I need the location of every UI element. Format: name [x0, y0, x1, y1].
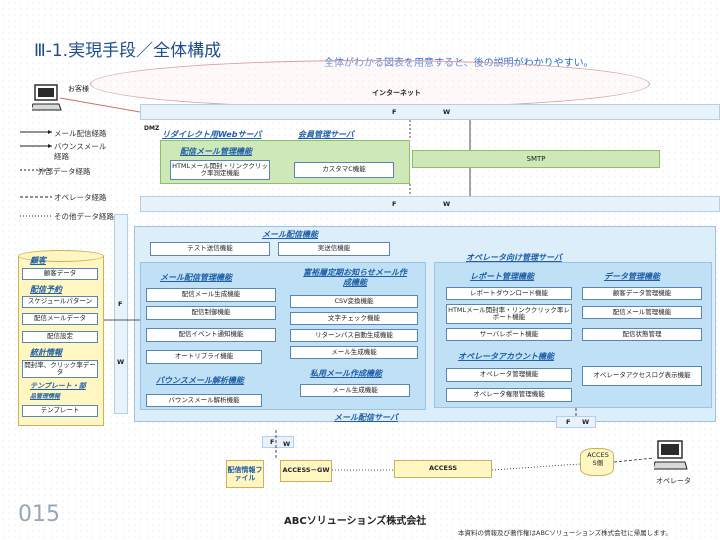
- db-template-title: テンプレート・部: [30, 382, 86, 390]
- db-customer-data: 顧客データ: [22, 268, 98, 280]
- bottom-firewall-w: W: [283, 440, 291, 448]
- real-send-box: 実送信機能: [278, 242, 390, 256]
- legend-external-route: 外部データ経路: [38, 167, 91, 176]
- access-log-box: オペレータアクセスログ表示機能: [582, 366, 702, 386]
- mail-system-title: メール配信機能: [262, 230, 318, 239]
- html-measure-box: HTMLメール開封・リンククリック率測定機能: [170, 160, 270, 180]
- member-server-title: 会員管理サーバ: [298, 130, 354, 139]
- firewall-w-label: W: [443, 108, 451, 116]
- page-number: 015: [18, 502, 60, 527]
- web-server-title: リダイレクト用Webサーバ: [162, 130, 262, 139]
- db-stats-title: 統計情報: [30, 348, 62, 357]
- mail-server-label: メール配信サーバ: [334, 413, 398, 422]
- db-plan-title: 配信予約: [30, 285, 62, 294]
- operator-computer-icon: [652, 440, 688, 474]
- bottom-firewall-f: F: [270, 438, 275, 446]
- copyright-note: 本資料の情報及び著作権はABCソリューションズ株式会社に帰属します。: [458, 529, 672, 537]
- legend-operator-route: オペレータ経路: [54, 193, 107, 202]
- server-report-box: サーバレポート機能: [446, 328, 572, 341]
- legend-bounce-route: バウンスメール経路: [54, 142, 107, 162]
- right-firewall-w: W: [582, 418, 590, 426]
- access-gw-box: ACCESS－GW: [280, 460, 332, 482]
- internet-label: インターネット: [372, 89, 421, 97]
- status-mgmt-box: 配信状態管理: [582, 328, 702, 341]
- legend-mail-route: メール配信経路: [54, 129, 107, 138]
- firewall-band-bottom: [262, 436, 294, 448]
- smtp-box: SMTP: [412, 150, 660, 168]
- report-download-box: レポートダウンロード機能: [446, 287, 572, 300]
- computer-icon: [30, 84, 62, 114]
- access-db-label: ACCES S側: [587, 451, 609, 467]
- db-template-subtitle: 品管理情報: [30, 393, 61, 400]
- side-firewall-w: W: [117, 358, 125, 366]
- db-settings: 配信設定: [22, 331, 98, 343]
- account-title: オペレータアカウント機能: [458, 352, 554, 361]
- event-notice-box: 配信イベント通知機能: [146, 328, 276, 342]
- test-send-box: テスト送信機能: [150, 242, 270, 256]
- db-template: テンプレート: [22, 405, 98, 417]
- firewall-band-right: [556, 416, 596, 428]
- dmz-label: DMZ: [144, 125, 160, 132]
- report-mgmt-title: レポート管理機能: [470, 272, 534, 281]
- side-firewall-f: F: [118, 300, 123, 308]
- customer-data-mgmt-box: 顧客データ管理機能: [582, 287, 702, 300]
- data-mgmt-title: データ管理機能: [604, 272, 660, 281]
- delivery-ctrl-box: 配信制御機能: [146, 306, 276, 320]
- db-schedule-pattern: スケジュールパターン: [22, 296, 98, 308]
- html-report-box: HTMLメール開封率・リンククリック率レポート機能: [446, 304, 572, 324]
- news-mail-title: 富裕層定期お知らせメール作成機能: [303, 268, 407, 288]
- return-path-box: リターンパス自動生成機能: [290, 329, 418, 342]
- db-open-rate: 開封率、クリック率データ: [22, 360, 98, 378]
- perm-mgmt-box: オペレータ権限管理機能: [446, 388, 572, 402]
- internet-cloud: [90, 60, 650, 108]
- right-firewall-f: F: [566, 418, 571, 426]
- csv-box: CSV変換機能: [290, 295, 418, 308]
- company-name: ABCソリューションズ株式会社: [284, 516, 427, 527]
- mail-gen-box-2: メール生成機能: [290, 346, 418, 359]
- page-title: Ⅲ-1.実現手段／全体構成: [34, 41, 222, 61]
- access-box: ACCESS: [394, 460, 492, 478]
- legend-other-route: その他データ経路: [54, 212, 114, 221]
- auto-reply-box: オートリプライ機能: [146, 350, 262, 364]
- db-customer-title: 顧客: [30, 256, 46, 265]
- char-check-box: 文字チェック機能: [290, 312, 418, 325]
- customer-label: お客様: [68, 85, 89, 93]
- delivery-file-box: 配信情報ファイル: [226, 460, 264, 488]
- db-mail-data: 配信メールデータ: [22, 313, 98, 325]
- mid-firewall-w: W: [443, 200, 451, 208]
- mail-gen-box-3: メール生成機能: [300, 384, 410, 397]
- db-cylinder-top: [18, 250, 104, 262]
- mid-firewall-f: F: [392, 200, 397, 208]
- firewall-f-label: F: [392, 108, 397, 116]
- operator-server-title: オペレータ向け管理サーバ: [466, 253, 562, 262]
- bounce-analysis-box: バウンスメール解析機能: [146, 394, 262, 407]
- private-mail-title: 私用メール作成機能: [310, 369, 382, 378]
- custom-c-box: カスタマC機能: [294, 162, 394, 178]
- firewall-band-side: [114, 214, 128, 414]
- mail-mgmt-title: 配信メール管理機能: [180, 147, 252, 156]
- mail-gen-box: 配信メール生成機能: [146, 288, 276, 302]
- bounce-title: バウンスメール解析機能: [156, 376, 244, 385]
- access-db-cylinder: [580, 448, 614, 476]
- mail-mgmt-op-box: 配信メール管理機能: [582, 306, 702, 319]
- operator-label: オペレータ: [656, 477, 691, 485]
- legend-lines: [20, 130, 52, 217]
- mail-mgmt-panel-title: メール配信管理機能: [160, 273, 232, 282]
- operator-mgmt-box: オペレータ管理機能: [446, 368, 572, 382]
